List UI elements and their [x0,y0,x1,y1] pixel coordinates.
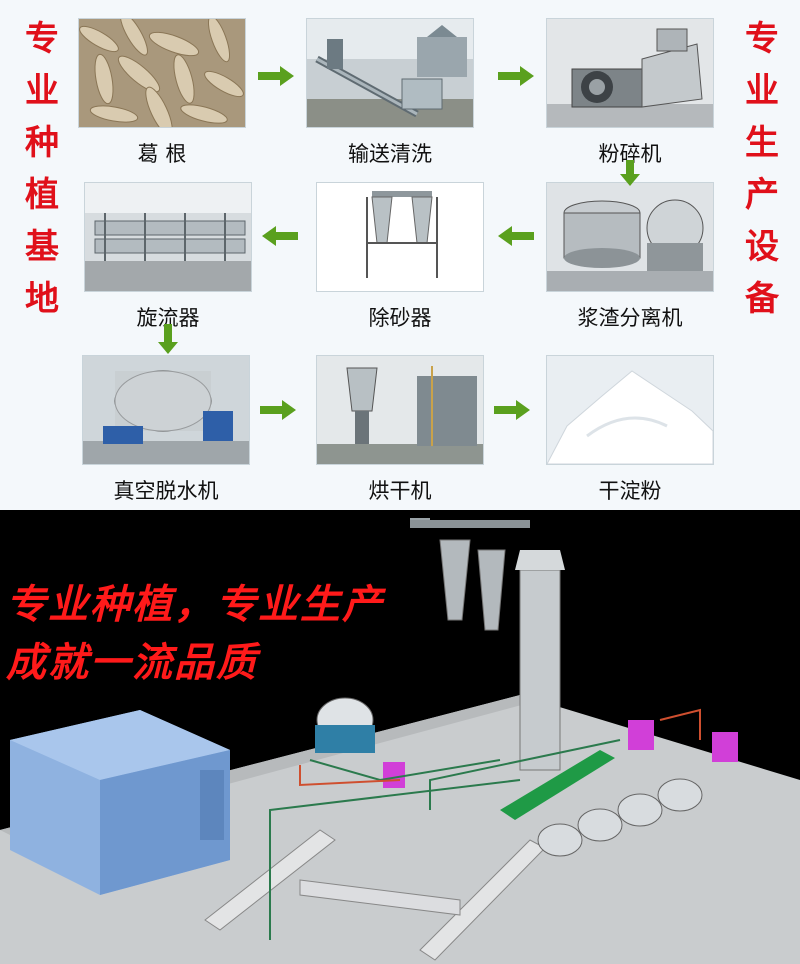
step-vacuum-dehydrator: 真空脱水机 [82,355,250,503]
crusher-photo [546,18,714,128]
vacuum-dehydrator-photo [82,355,250,465]
step-label: 干淀粉 [598,479,662,503]
hydrocyclone-photo [84,182,252,292]
arrow-down-icon [158,324,178,354]
pulp-separator-photo [546,182,714,292]
step-label: 真空脱水机 [113,479,219,503]
side-text-char: 业 [745,71,779,111]
step-dryer: 烘干机 [316,355,484,503]
kudzu-root-photo [78,18,246,128]
side-text-right: 专业生产设备 [740,22,784,334]
plant-layout-rendering: 专业种植，专业生产 成就一流品质 [0,510,800,964]
slogan-line-1: 专业种植，专业生产 [6,581,384,628]
step-label: 浆渣分离机 [577,306,683,330]
side-text-char: 生 [745,123,779,163]
side-text-char: 设 [745,227,779,267]
arrow-right-icon [494,400,530,420]
conveyor-wash-photo [306,18,474,128]
side-text-char: 产 [745,175,779,215]
side-text-char: 种 [25,123,59,163]
side-text-char: 专 [745,19,779,59]
side-text-char: 业 [25,71,59,111]
step-label: 葛 根 [137,142,187,166]
step-pulp-separator: 浆渣分离机 [546,182,714,330]
step-conveyor-wash: 输送清洗 [306,18,474,166]
desander-photo [316,182,484,292]
slogan-line-2: 成就一流品质 [6,639,258,686]
arrow-right-icon [498,66,534,86]
factory-3d-illustration [0,518,800,964]
side-text-char: 基 [25,227,59,267]
side-text-char: 植 [25,175,59,215]
step-dry-starch: 干淀粉 [546,355,714,503]
dryer-photo [316,355,484,465]
arrow-down-icon [620,160,640,186]
side-text-left: 专业种植基地 [20,22,64,334]
side-text-char: 专 [25,19,59,59]
arrow-right-icon [258,66,294,86]
step-crusher: 粉碎机 [546,18,714,166]
step-desander: 除砂器 [316,182,484,330]
step-label: 烘干机 [368,479,432,503]
side-text-char: 备 [745,279,779,319]
step-label: 除砂器 [368,306,432,330]
dry-starch-photo [546,355,714,465]
arrow-right-icon [260,400,296,420]
step-kudzu-root: 葛 根 [78,18,246,166]
step-hydrocyclone: 旋流器 [84,182,252,330]
step-label: 输送清洗 [348,142,432,166]
process-flow-panel: 专业种植基地 专业生产设备 葛 [0,0,800,510]
arrow-left-icon [262,226,298,246]
arrow-left-icon [498,226,534,246]
side-text-char: 地 [25,279,59,319]
